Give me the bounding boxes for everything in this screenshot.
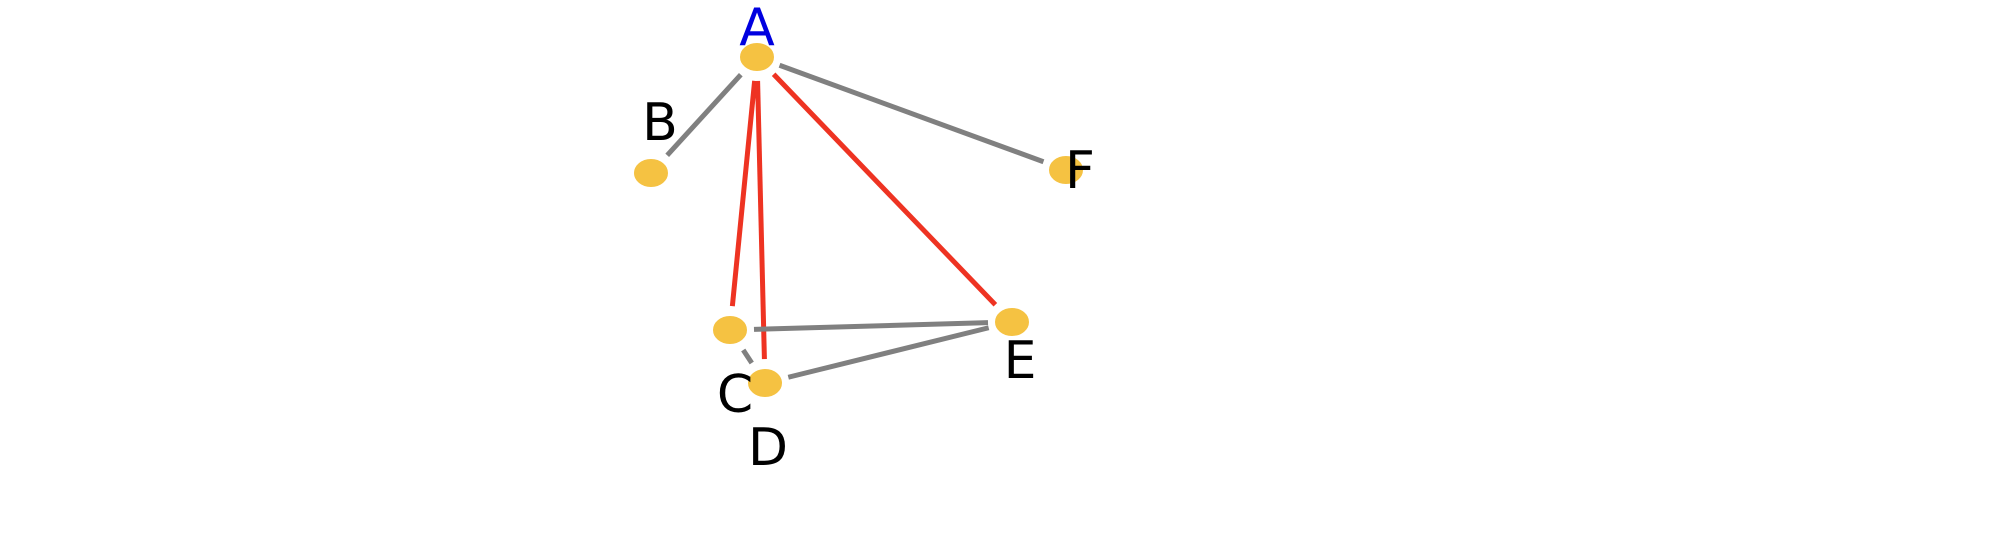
node-label-E: E [1004, 331, 1037, 391]
node-C [711, 314, 749, 346]
edge-D-E [787, 325, 990, 380]
labels-layer: A B CD E F [642, 0, 1095, 478]
edge-C-D [741, 348, 754, 365]
nodes-layer [632, 41, 1085, 399]
node-E [993, 306, 1031, 338]
edge-A-B [665, 73, 743, 157]
node-label-A: A [739, 0, 775, 58]
node-D [746, 367, 784, 399]
edges-layer [665, 62, 1045, 380]
edge-C-E [753, 320, 989, 332]
node-label-F: F [1065, 141, 1095, 201]
edge-A-C [729, 80, 758, 307]
node-label-D: D [748, 418, 788, 478]
node-label-B: B [642, 93, 678, 153]
node-label-C: C [717, 365, 753, 425]
node-B [632, 157, 670, 189]
edge-A-E [771, 72, 998, 307]
node-A [738, 41, 776, 73]
edge-A-D [755, 80, 767, 360]
edge-A-F [778, 62, 1045, 165]
node-F [1047, 154, 1085, 186]
